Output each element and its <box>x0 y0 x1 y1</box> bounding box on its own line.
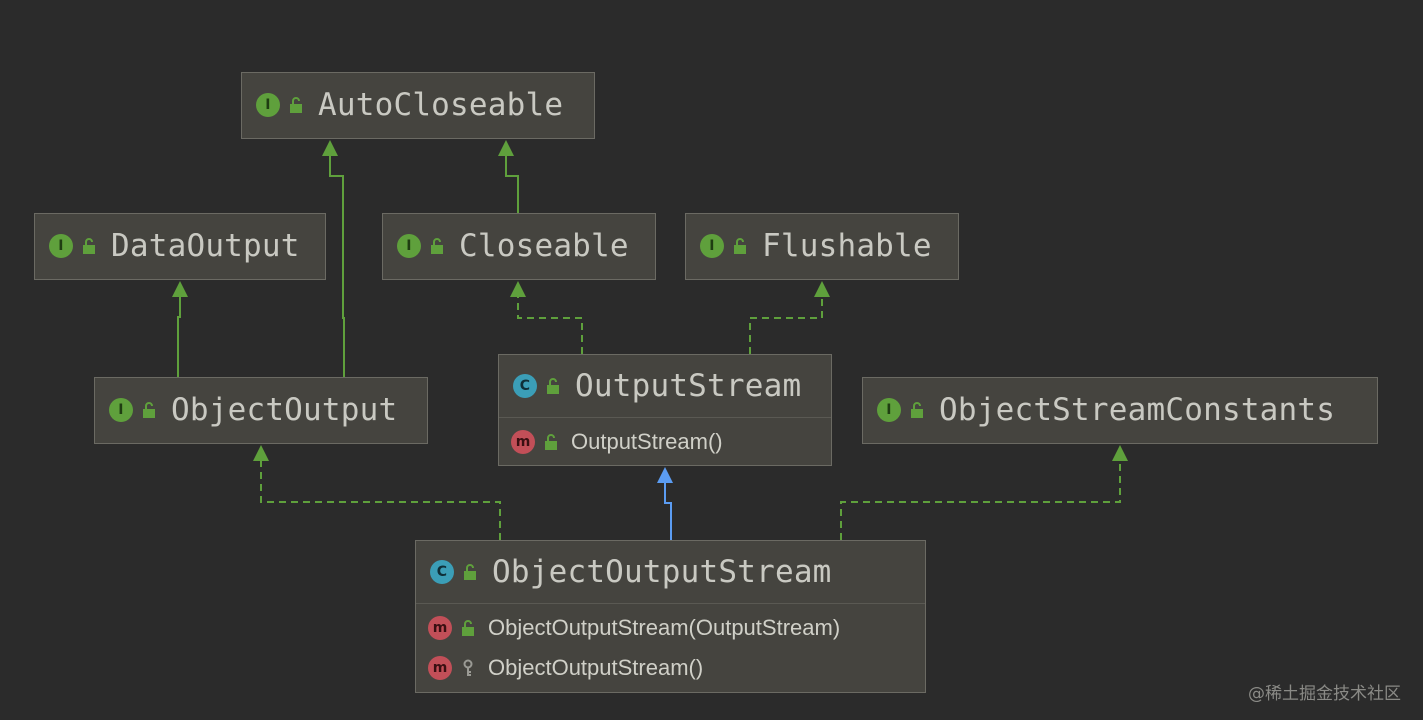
arrowhead <box>172 281 188 297</box>
interface-icon: I <box>256 93 280 117</box>
member-label: ObjectOutputStream(OutputStream) <box>488 615 841 640</box>
arrowhead <box>657 467 673 483</box>
private-key-icon <box>463 659 473 676</box>
edge-oos-objectoutput <box>260 460 501 540</box>
arrowhead <box>814 281 830 297</box>
public-lock-icon <box>911 402 923 418</box>
watermark: @稀土掘金技术社区 <box>1248 684 1401 704</box>
node-title: ObjectStreamConstants <box>939 392 1336 428</box>
class-icon: C <box>513 374 537 398</box>
interface-icon: I <box>397 234 421 258</box>
interface-icon: I <box>109 398 133 422</box>
node-title: Closeable <box>459 228 629 264</box>
edge-oos-constants <box>840 460 1121 540</box>
node-outputstream[interactable]: C OutputStream m OutputStream() <box>498 354 832 466</box>
public-lock-icon <box>464 564 476 580</box>
member-label: ObjectOutputStream() <box>488 655 704 680</box>
node-dataoutput[interactable]: I DataOutput <box>34 213 326 280</box>
node-title: DataOutput <box>111 228 300 264</box>
class-icon: C <box>430 560 454 584</box>
member-list: m ObjectOutputStream(OutputStream) m Obj… <box>416 603 925 694</box>
method-icon: m <box>428 656 452 680</box>
method-icon: m <box>428 616 452 640</box>
public-lock-icon <box>545 434 557 450</box>
public-lock-icon <box>734 238 746 254</box>
public-lock-icon <box>431 238 443 254</box>
interface-icon: I <box>877 398 901 422</box>
member-row[interactable]: m OutputStream() <box>499 422 831 462</box>
node-closeable[interactable]: I Closeable <box>382 213 656 280</box>
public-lock-icon <box>83 238 95 254</box>
node-title: Flushable <box>762 228 932 264</box>
public-lock-icon <box>547 378 559 394</box>
interface-icon: I <box>700 234 724 258</box>
public-lock-icon <box>462 620 474 636</box>
node-title: ObjectOutputStream <box>492 554 832 590</box>
public-lock-icon <box>290 97 302 113</box>
node-autocloseable[interactable]: I AutoCloseable <box>241 72 595 139</box>
member-row[interactable]: m ObjectOutputStream(OutputStream) <box>416 608 925 648</box>
node-objectoutput[interactable]: I ObjectOutput <box>94 377 428 444</box>
arrowhead <box>253 445 269 461</box>
member-label: OutputStream() <box>571 429 723 454</box>
public-lock-icon <box>143 402 155 418</box>
node-title: ObjectOutput <box>171 392 398 428</box>
node-objectstreamconstants[interactable]: I ObjectStreamConstants <box>862 377 1378 444</box>
node-objectoutputstream[interactable]: C ObjectOutputStream m ObjectOutputStrea… <box>415 540 926 693</box>
node-title: OutputStream <box>575 368 802 404</box>
member-list: m OutputStream() <box>499 417 831 468</box>
edge-objectoutput-dataoutput <box>177 296 181 377</box>
method-icon: m <box>511 430 535 454</box>
edge-closeable-autocloseable <box>505 155 519 213</box>
arrowhead <box>1112 445 1128 461</box>
arrowhead <box>498 140 514 156</box>
node-title: AutoCloseable <box>318 87 564 123</box>
node-flushable[interactable]: I Flushable <box>685 213 959 280</box>
edge-outputstream-closeable <box>517 297 583 354</box>
edge-oos-outputstream <box>664 482 672 540</box>
edge-outputstream-flushable <box>749 297 823 354</box>
member-row[interactable]: m ObjectOutputStream() <box>416 648 925 688</box>
edge-objectoutput-autocloseable <box>329 155 345 377</box>
interface-icon: I <box>49 234 73 258</box>
arrowhead <box>322 140 338 156</box>
arrowhead <box>510 281 526 297</box>
